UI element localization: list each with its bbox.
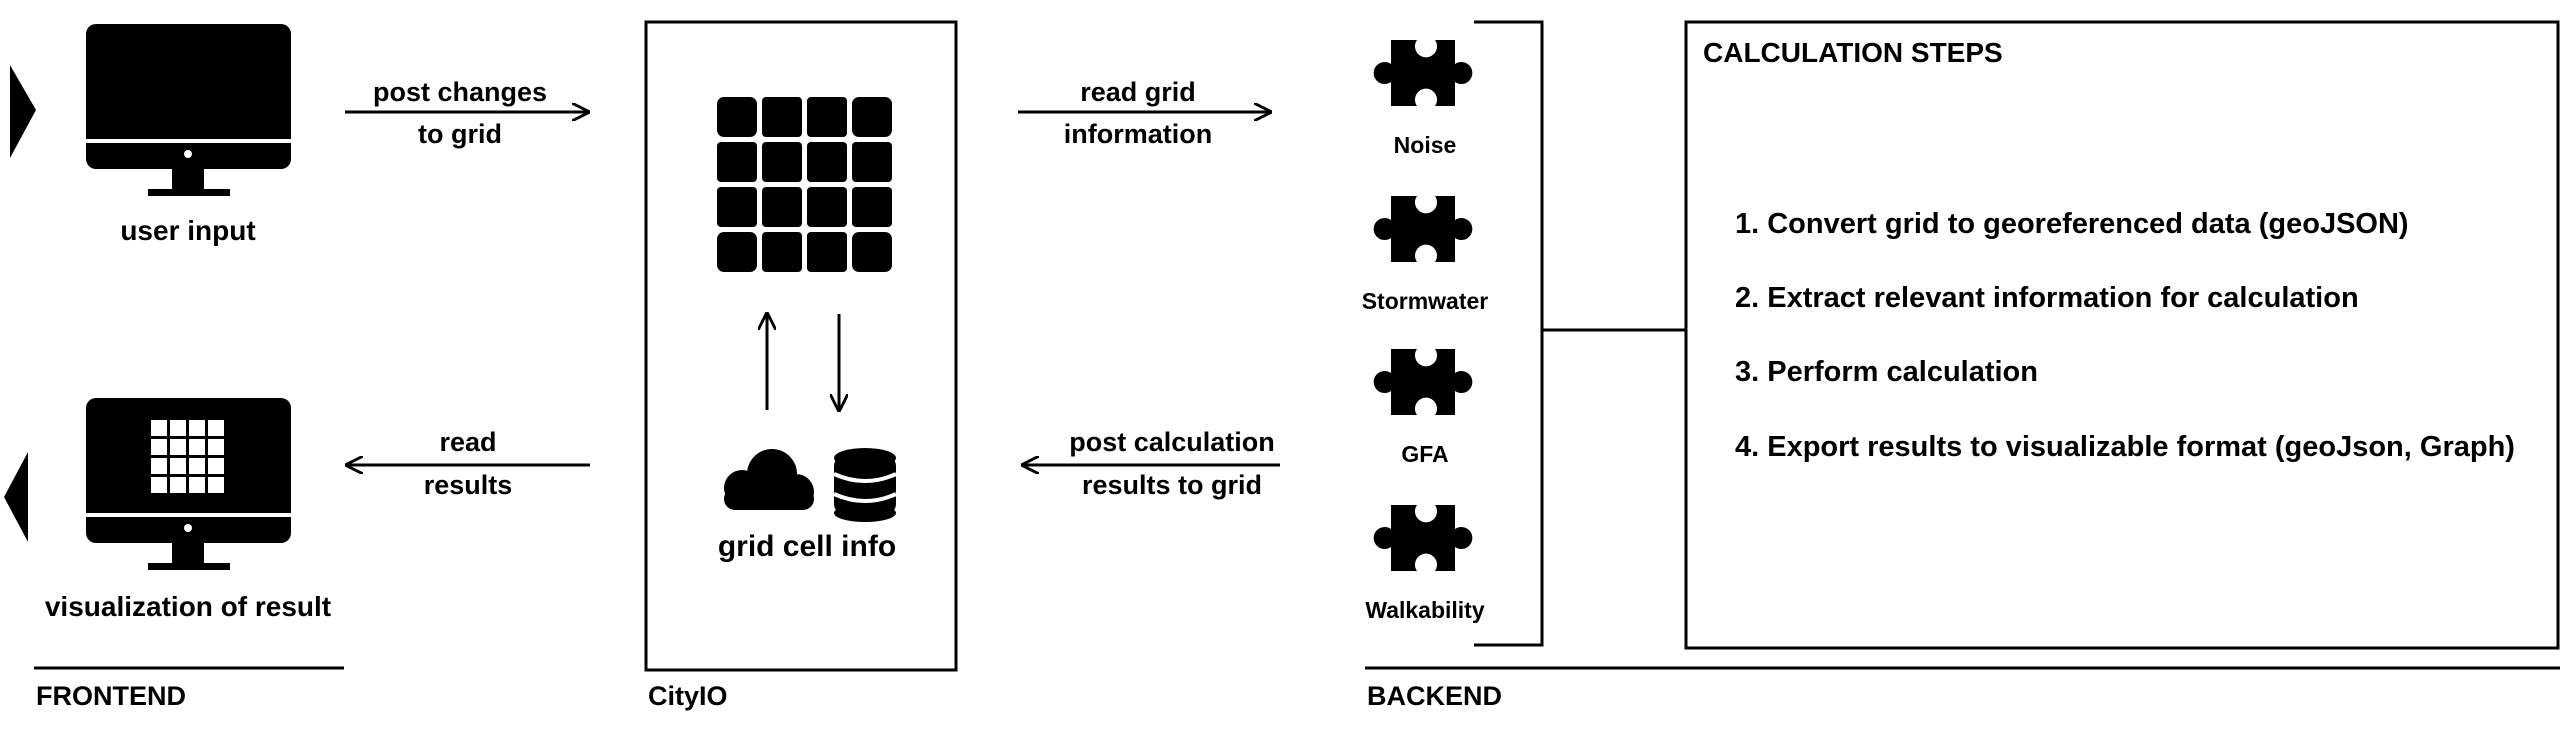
calculation-steps-box (1684, 20, 2560, 650)
module-label-gfa: GFA (1401, 441, 1448, 467)
module-label-noise: Noise (1394, 132, 1457, 158)
puzzle-icon-walkability (1373, 505, 1473, 571)
post-calculation-label-line2: results to grid (1082, 470, 1262, 500)
cloud-icon (724, 449, 814, 510)
cityio-box (644, 20, 958, 672)
visualization-label: visualization of result (45, 591, 331, 622)
read-results-label: read (439, 427, 496, 457)
calculation-step-1: 1. Convert grid to georeferenced data (g… (1735, 208, 2409, 240)
read-results-label-line2: results (424, 470, 513, 500)
screen-grid-icon (151, 420, 224, 493)
frontend-section-label: FRONTEND (36, 681, 186, 711)
post-changes-label-line2: to grid (418, 119, 502, 149)
calculation-steps-title: CALCULATION STEPS (1703, 37, 2003, 68)
calculation-step-3: 3. Perform calculation (1735, 356, 2038, 388)
cityio-section-label: CityIO (648, 681, 728, 711)
calculation-step-2: 2. Extract relevant information for calc… (1735, 282, 2359, 314)
user-input-label: user input (120, 215, 255, 246)
modules-bracket (1474, 20, 1544, 647)
puzzle-icon-stormwater (1373, 196, 1473, 262)
post-calculation-label: post calculation (1069, 427, 1275, 457)
calculation-step-4: 4. Export results to visualizable format… (1735, 431, 2515, 463)
puzzle-icon-noise (1373, 40, 1473, 106)
database-icon (833, 448, 897, 522)
left-edge-marker-bottom (4, 452, 28, 542)
read-grid-label-line2: information (1064, 119, 1213, 149)
read-grid-label: read grid (1080, 77, 1196, 107)
left-edge-marker-top (10, 65, 36, 158)
monitor-icon (86, 24, 291, 196)
module-label-walkability: Walkability (1365, 597, 1484, 623)
backend-section-label: BACKEND (1367, 681, 1502, 711)
grid-icon (717, 97, 892, 272)
module-label-stormwater: Stormwater (1362, 288, 1489, 314)
grid-cell-info-label: grid cell info (718, 530, 896, 563)
post-changes-label: post changes (373, 77, 547, 107)
puzzle-icon-gfa (1373, 349, 1473, 415)
monitor-grid-icon (86, 398, 291, 570)
